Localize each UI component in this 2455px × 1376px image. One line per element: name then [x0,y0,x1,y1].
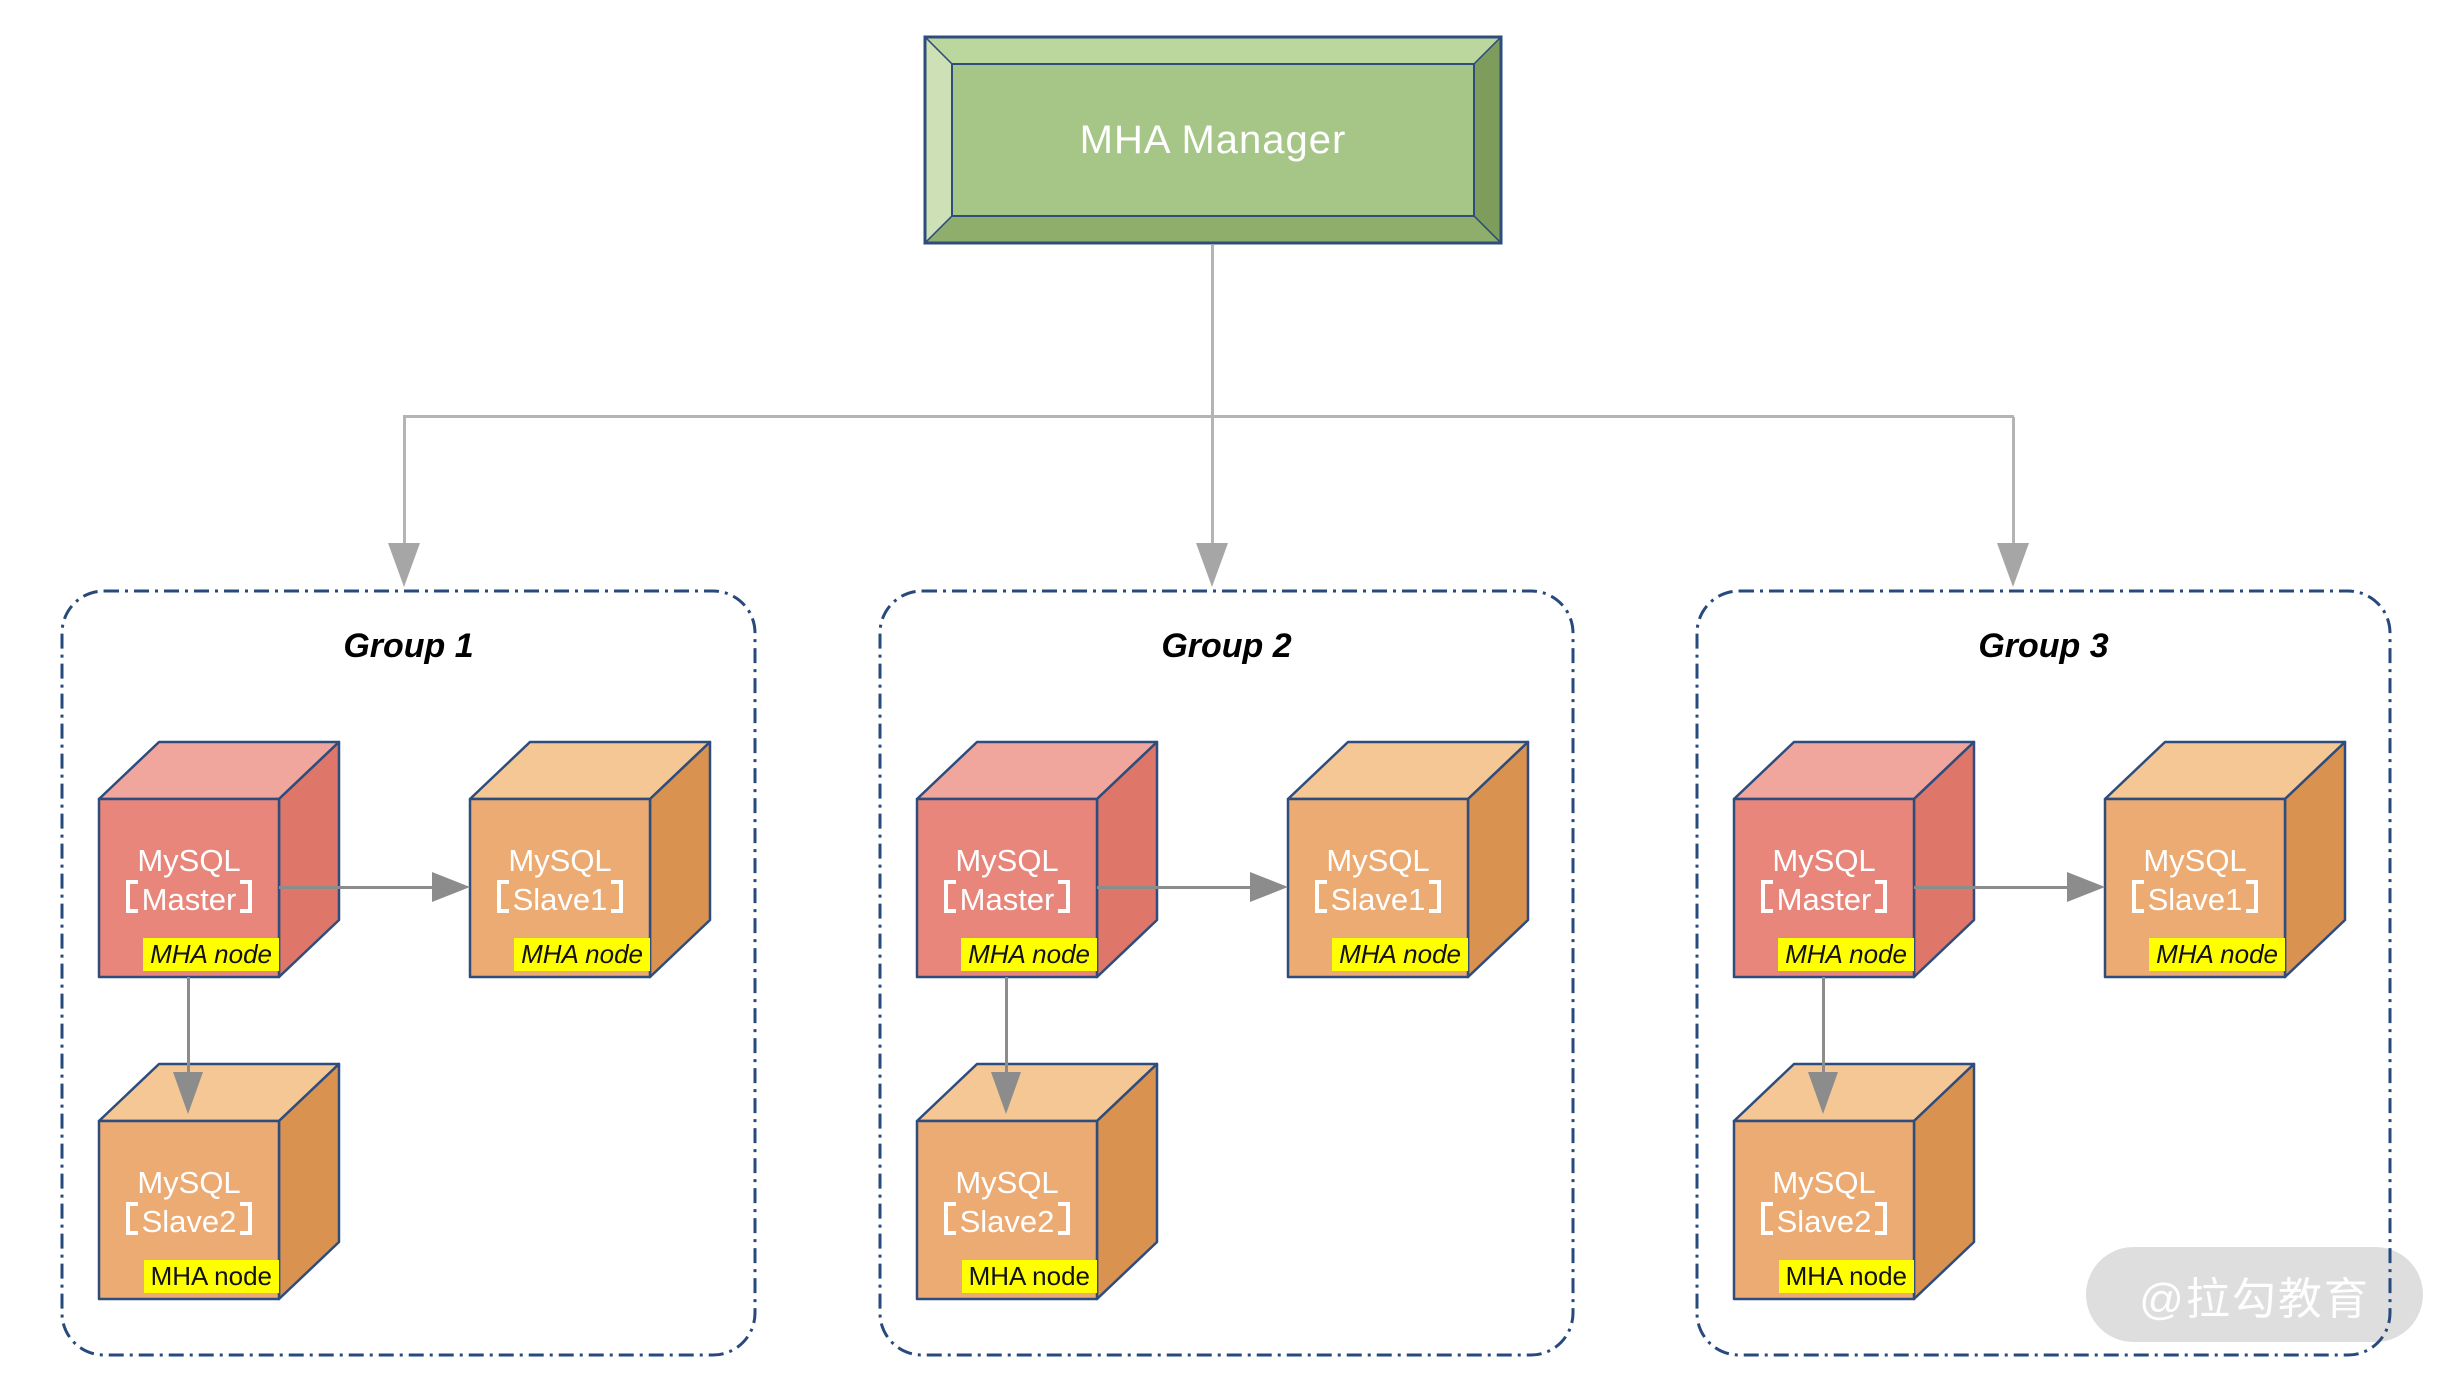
node-title: MySQL Master [917,842,1097,919]
tree-drop-line-group1 [403,417,406,545]
tree-drop-line-group3 [2012,417,2015,545]
node-title: MySQL Slave1 [2105,842,2285,919]
group-2-container: Group 2 MySQL Master MHA node MySQL Slav… [878,589,1575,1357]
node-group2-slave1: MySQL Slave1 MHA node [1286,740,1530,979]
mha-node-badge: MHA node [514,938,650,971]
node-group2-master: MySQL Master MHA node [915,740,1159,979]
arrow-down-icon [1997,543,2029,587]
group-title: Group 2 [1161,627,1292,665]
node-group3-slave2: MySQL Slave2 MHA node [1732,1062,1976,1301]
watermark-pill: @拉勾教育 [2086,1247,2423,1342]
replication-line-master-slave1 [1914,886,2069,889]
replication-line-master-slave1 [279,886,434,889]
mha-manager-box: MHA Manager [923,35,1503,245]
arrow-down-icon [1196,543,1228,587]
arrow-right-icon [1250,872,1288,902]
group-3-container: Group 3 MySQL Master MHA node MySQL Slav… [1695,589,2392,1357]
group-title: Group 1 [343,627,474,665]
arrow-right-icon [432,872,470,902]
mha-node-badge: MHA node [1332,938,1468,971]
node-group1-slave1: MySQL Slave1 MHA node [468,740,712,979]
watermark-text: @拉勾教育 [2139,1274,2370,1324]
group-dashed-border [1695,589,2392,1357]
tree-trunk-line [1211,245,1214,417]
arrow-down-icon [388,543,420,587]
node-group2-slave2: MySQL Slave2 MHA node [915,1062,1159,1301]
manager-bevel-graphic [923,35,1503,245]
manager-label: MHA Manager [1079,117,1347,162]
node-title: MySQL Master [1734,842,1914,919]
group-dashed-border [60,589,757,1357]
mha-node-badge: MHA node [1778,1260,1914,1293]
arrow-down-icon [173,1072,203,1114]
tree-drop-line-group2 [1211,417,1214,545]
mha-node-badge: MHA node [143,1260,279,1293]
mha-node-badge: MHA node [961,1260,1097,1293]
node-group1-master: MySQL Master MHA node [97,740,341,979]
replication-line-master-slave1 [1097,886,1252,889]
node-title: MySQL Slave2 [917,1164,1097,1241]
replication-line-master-slave2 [187,977,190,1074]
group-1-container: Group 1 MySQL Master MHA node MySQL Slav… [60,589,757,1357]
replication-line-master-slave2 [1822,977,1825,1074]
group-dashed-border [878,589,1575,1357]
replication-line-master-slave2 [1005,977,1008,1074]
arrow-right-icon [2067,872,2105,902]
mha-node-badge: MHA node [2149,938,2285,971]
node-title: MySQL Slave1 [1288,842,1468,919]
group-title: Group 3 [1978,627,2109,665]
mha-node-badge: MHA node [1778,938,1914,971]
node-group3-slave1: MySQL Slave1 MHA node [2103,740,2347,979]
mha-node-badge: MHA node [961,938,1097,971]
arrow-down-icon [991,1072,1021,1114]
node-group1-slave2: MySQL Slave2 MHA node [97,1062,341,1301]
node-title: MySQL Slave1 [470,842,650,919]
node-group3-master: MySQL Master MHA node [1732,740,1976,979]
arrow-down-icon [1808,1072,1838,1114]
node-title: MySQL Master [99,842,279,919]
node-title: MySQL Slave2 [1734,1164,1914,1241]
tree-horizontal-line [403,415,2014,418]
node-title: MySQL Slave2 [99,1164,279,1241]
mha-node-badge: MHA node [143,938,279,971]
